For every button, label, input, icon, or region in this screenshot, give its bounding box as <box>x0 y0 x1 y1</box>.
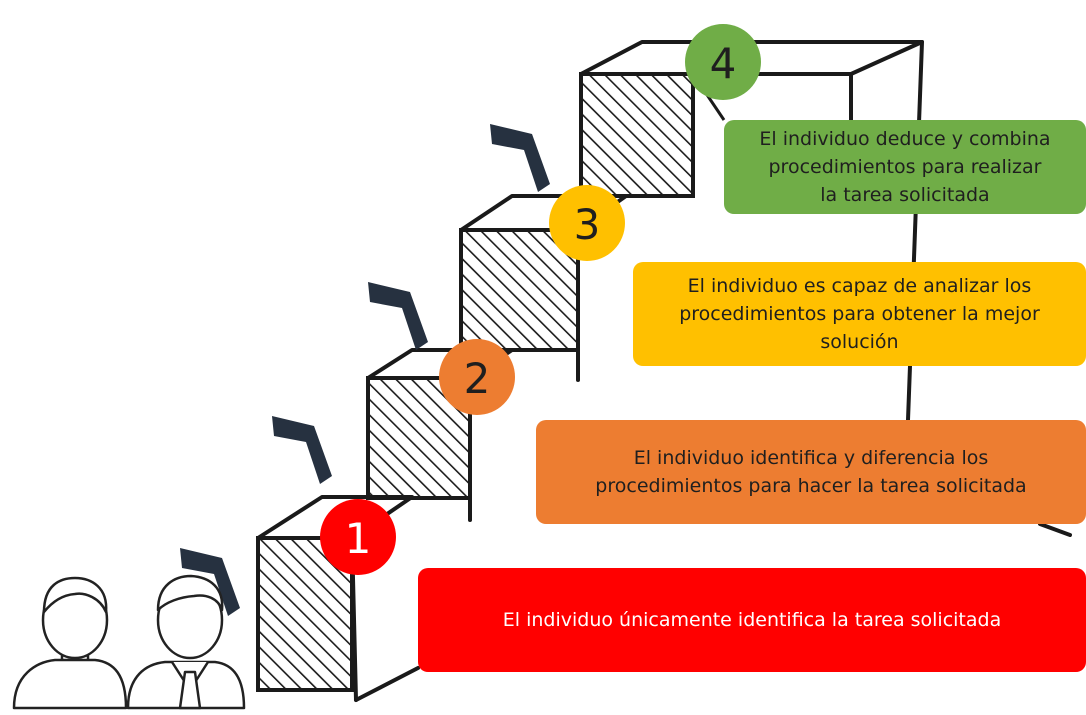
level-2-number: 2 <box>464 354 491 403</box>
level-4-circle <box>685 24 761 100</box>
level-2-marker: 2 <box>439 339 515 415</box>
level-3-number: 3 <box>574 200 601 249</box>
chevron-up-right-icon <box>180 548 240 616</box>
level-1-description: El individuo únicamente identifica la ta… <box>418 568 1086 672</box>
level-3-marker: 3 <box>549 185 625 261</box>
level-4-marker: 4 <box>685 24 761 100</box>
level-4-number: 4 <box>710 39 737 88</box>
chevron-up-right-icon <box>272 416 332 484</box>
level-3-circle <box>549 185 625 261</box>
level-3-description: El individuo es capaz de analizar los pr… <box>633 262 1086 366</box>
chevron-up-right-icon <box>368 282 428 350</box>
man-person-icon <box>126 574 246 710</box>
level-1-number: 1 <box>345 514 372 563</box>
woman-person-icon <box>12 576 128 710</box>
level-4-description: El individuo deduce y combina procedimie… <box>724 120 1086 214</box>
level-2-description: El individuo identifica y diferencia los… <box>536 420 1086 524</box>
level-2-circle <box>439 339 515 415</box>
level-1-circle <box>320 499 396 575</box>
chevron-up-right-icon <box>490 124 550 192</box>
level-1-marker: 1 <box>320 499 396 575</box>
chevron-group <box>180 124 550 616</box>
